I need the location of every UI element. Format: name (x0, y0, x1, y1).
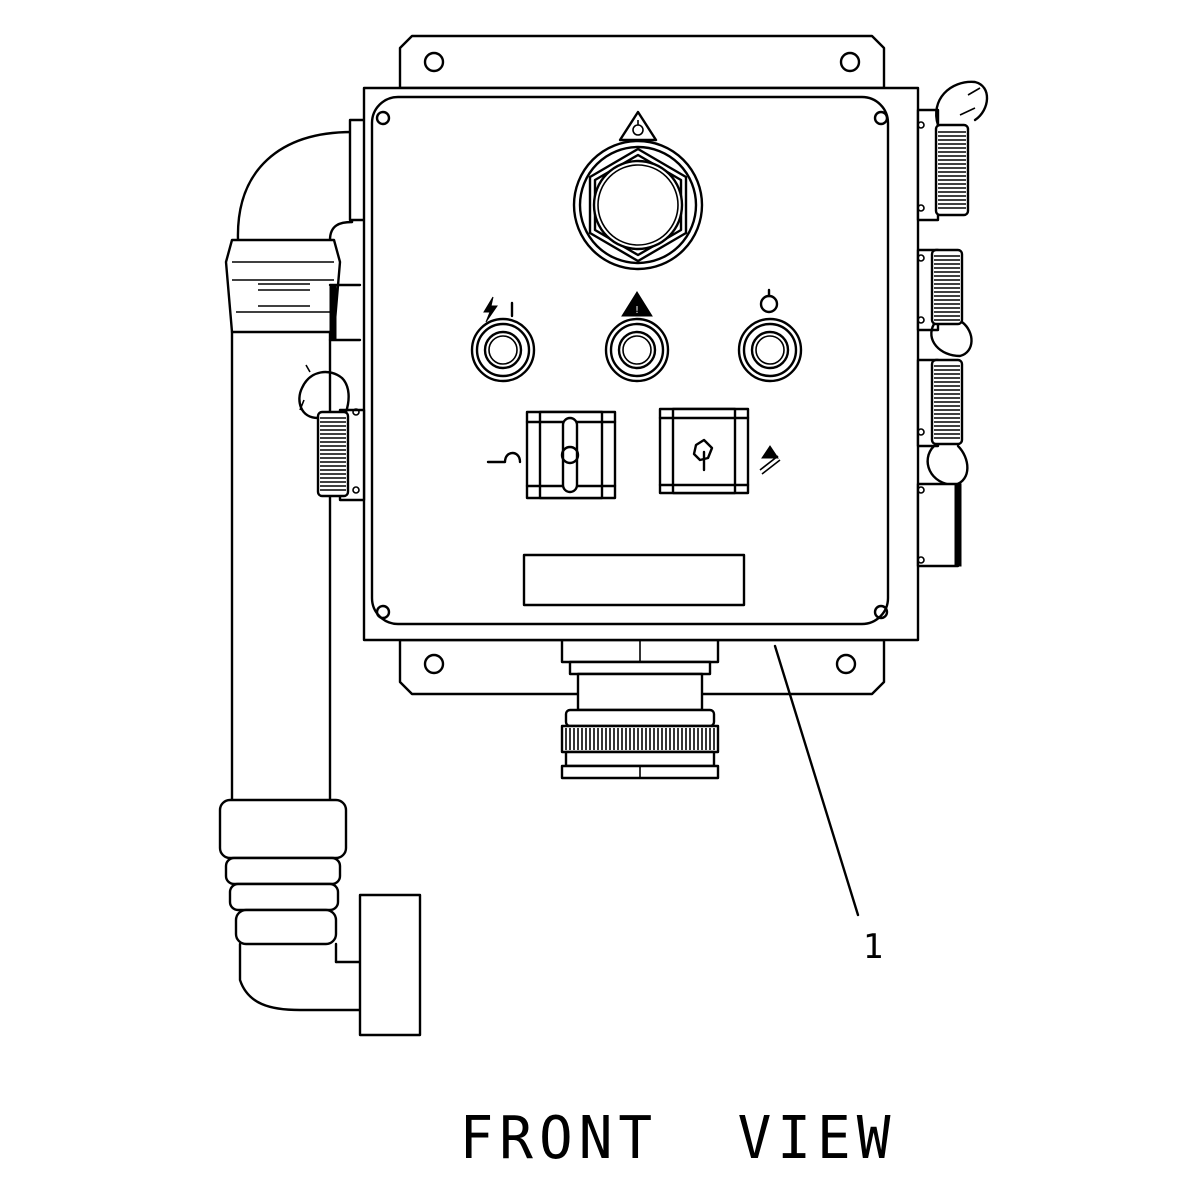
callout-leader-line (773, 644, 860, 917)
pipe-coupling-nut-upper (224, 238, 342, 334)
right-side-connectors (916, 80, 989, 568)
left-side-connector (298, 364, 366, 502)
cover-screw (873, 110, 889, 126)
pipe-elbow-bottom (238, 942, 364, 1012)
indicator-button-oil (737, 288, 803, 383)
indicator-button-power (470, 296, 536, 383)
connector-cap-strap (926, 444, 969, 487)
rotary-switch (486, 410, 617, 500)
cover-screw (375, 110, 391, 126)
cover-screw (873, 604, 889, 620)
right-connector-bottom-block (916, 482, 960, 568)
view-title: FRONT VIEW (0, 1102, 1200, 1176)
mounting-hole (423, 51, 445, 73)
connector-cap-strap (935, 80, 989, 127)
main-pushbutton (572, 110, 704, 271)
cover-screw (375, 604, 391, 620)
fuel-icon (761, 445, 779, 459)
toggle-switch (658, 407, 781, 495)
bottom-connector (560, 638, 720, 780)
pipe-elbow-top-outer (236, 130, 354, 242)
pipe-elbow-top-inner (328, 220, 354, 242)
mounting-hole (839, 51, 861, 73)
svg-text:!: ! (635, 305, 639, 316)
right-connector-middle (930, 248, 964, 326)
indicator-button-warning: ! (604, 291, 670, 383)
pipe-coupling-lower (218, 798, 348, 860)
lightning-icon (483, 296, 498, 323)
callout-number: 1 (863, 927, 883, 967)
enclosure-cover (370, 95, 890, 626)
mounting-flange-top (398, 34, 886, 90)
bottom-connector-knurl (560, 724, 720, 754)
view-title-text: FRONT VIEW (459, 1104, 897, 1173)
callout-1: 1 (773, 644, 883, 967)
pipe-end-fitting (358, 893, 422, 1037)
connector-cap-strap (930, 320, 973, 358)
rotary-switch-symbol-icon (486, 451, 522, 464)
mounting-hole (835, 653, 857, 675)
warning-triangle-icon (621, 291, 653, 317)
mounting-hole (423, 653, 445, 675)
right-connector-upper (934, 123, 970, 217)
label-plate (522, 553, 746, 607)
